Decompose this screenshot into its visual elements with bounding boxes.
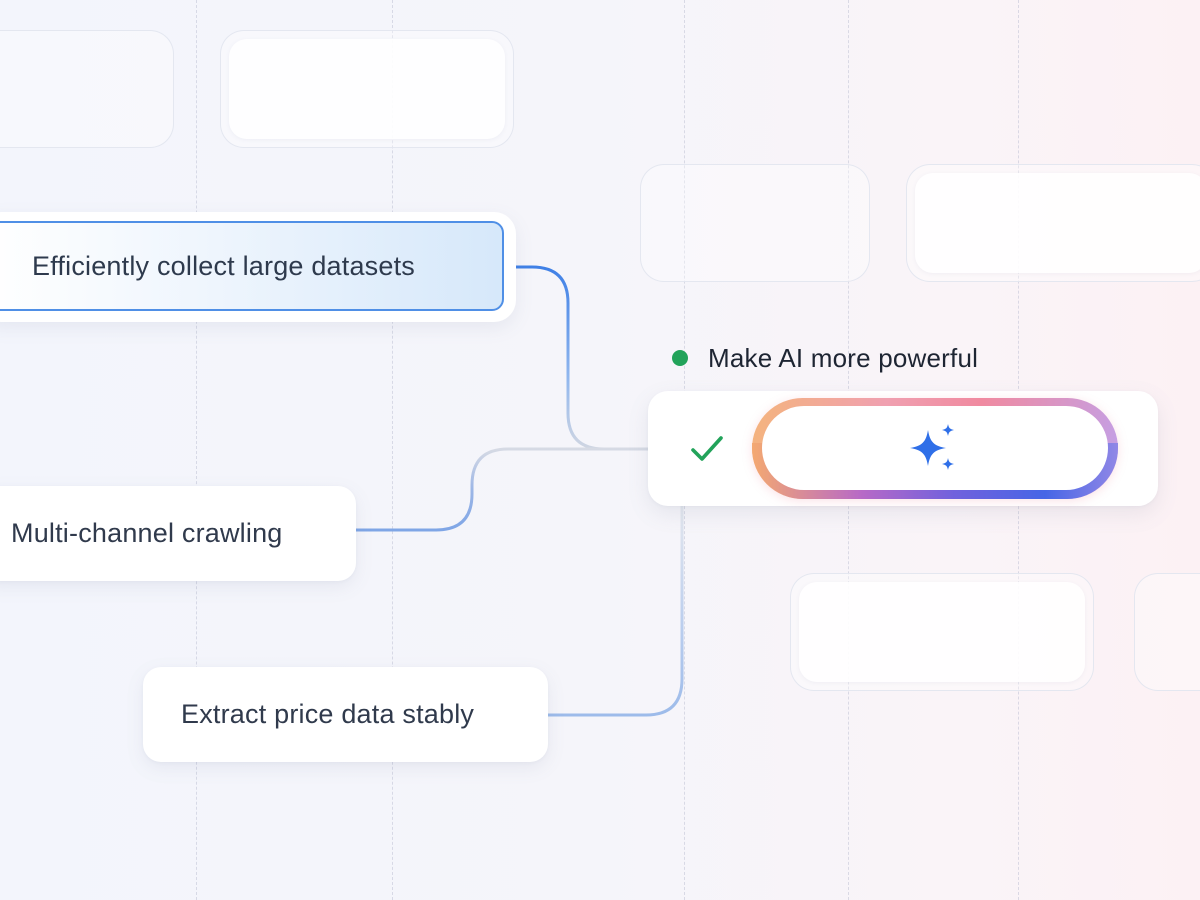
node-crawling[interactable]: Multi-channel crawling <box>0 486 356 581</box>
placeholder-card <box>0 30 174 148</box>
goal-label: Make AI more powerful <box>708 342 979 373</box>
placeholder-card <box>790 573 1094 691</box>
sparkle-icon <box>910 424 954 470</box>
check-icon <box>691 436 723 461</box>
node-collect[interactable]: Efficiently collect large datasets <box>0 221 504 311</box>
guide-line <box>392 0 393 900</box>
connector-price <box>548 506 684 717</box>
node-collect-label: Efficiently collect large datasets <box>32 250 415 281</box>
connector-collect <box>506 265 650 451</box>
node-price[interactable]: Extract price data stably <box>143 667 548 762</box>
placeholder-card <box>906 164 1200 282</box>
placeholder-card <box>1134 573 1200 691</box>
placeholder-card <box>220 30 514 148</box>
status-dot-icon <box>672 350 688 366</box>
node-price-label: Extract price data stably <box>181 699 475 729</box>
placeholder-card <box>640 164 870 282</box>
node-crawling-label: Multi-channel crawling <box>11 518 283 548</box>
goal-label-row: Make AI more powerful <box>672 340 978 376</box>
connector-crawling <box>356 447 650 532</box>
guide-line <box>196 0 197 900</box>
